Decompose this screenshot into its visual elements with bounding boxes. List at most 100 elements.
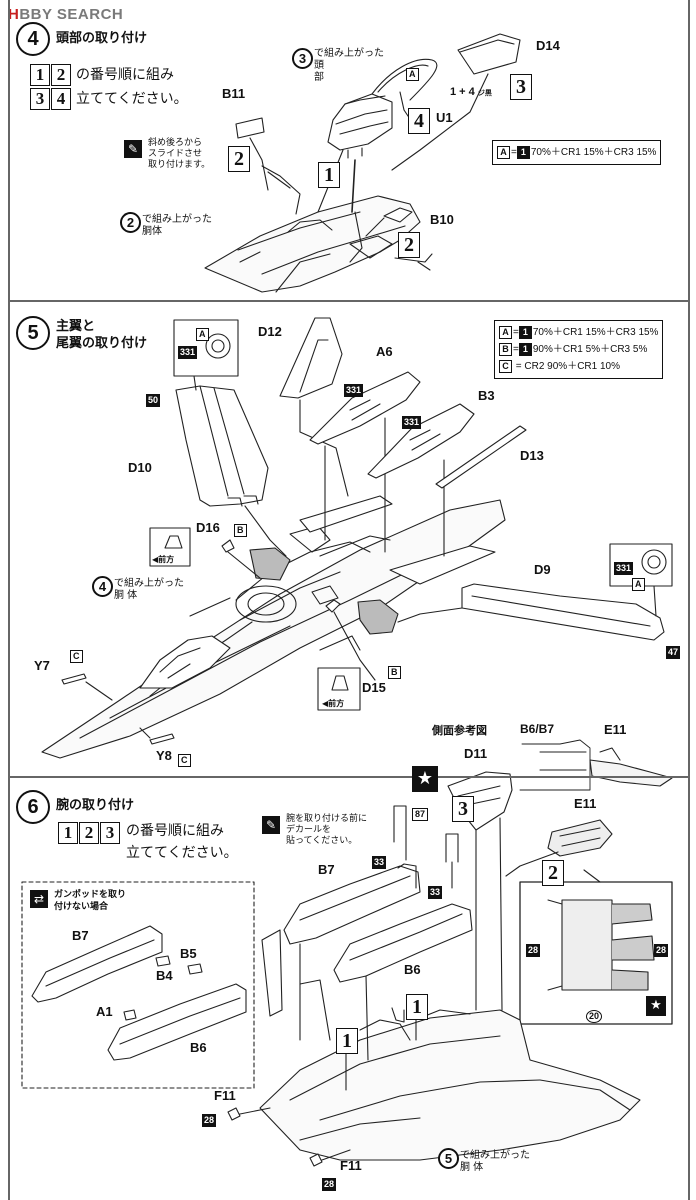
step6-alt-label-b7: B7	[72, 928, 89, 943]
step4-paint-formula: 70%＋CR1 15%＋CR3 15%	[530, 147, 657, 158]
step5-body-assembled-num: 4	[92, 576, 113, 597]
arrow-left-icon: ◀	[152, 555, 159, 564]
step5-label-b3: B3	[478, 388, 495, 403]
step6-callout-1a: 1	[406, 994, 429, 1020]
step6-33-tag-b: 33	[428, 880, 443, 899]
step6-label-f11a: F11	[214, 1088, 236, 1103]
step5-label-y8: Y8	[156, 748, 172, 763]
step6-callout-2: 2	[542, 860, 565, 886]
step5-331-right-a-text: A	[632, 578, 645, 591]
step4-order-box-2: 2	[51, 64, 71, 86]
step5-b-tag-d16-text: B	[234, 524, 247, 537]
step4-b11-part	[235, 117, 265, 139]
step5-front-label-d16: ◀前方	[152, 554, 174, 565]
step5-fuselage	[41, 495, 506, 759]
step4-slide-note: ✎	[124, 140, 142, 159]
step5-b-tag-d16: B	[234, 518, 247, 537]
step5-label-a6: A6	[376, 344, 393, 359]
step6-f11-leader-a	[239, 1107, 271, 1115]
left-frame	[8, 0, 10, 1200]
step4-u1-antenna	[371, 58, 438, 101]
step6-order-box-3: 3	[100, 822, 120, 844]
step4-head-assembled-num: 3	[292, 48, 313, 69]
step5-paint-row-c: C = CR2 90%＋CR1 10%	[499, 358, 658, 375]
step5-331-left-tag: 331	[178, 340, 198, 359]
step6-33-tag-a: 33	[372, 850, 387, 869]
step6-decal-note-line3: 貼ってください。	[286, 836, 358, 846]
step5-d10-fin	[175, 385, 269, 507]
step5-331-right-leader	[653, 585, 657, 617]
step5-331-left-text: 331	[178, 346, 198, 359]
step6-f11-part-a	[227, 1107, 241, 1121]
step6-alt-b7-line	[45, 939, 155, 987]
step4-b10-leader	[365, 217, 385, 237]
step4-label-b10: B10	[430, 212, 454, 227]
step6-label-f11b: F11	[340, 1158, 362, 1173]
step6-28-tag-detail-right-text: 28	[654, 944, 669, 957]
step5-body-assembled: 4	[92, 576, 113, 597]
step4-a-tag-text: A	[406, 68, 419, 81]
step6-label-b6: B6	[404, 962, 421, 977]
step4-u1-inner	[377, 64, 429, 93]
step5-d12-line	[299, 339, 329, 393]
step5-50-text: 50	[146, 394, 161, 407]
step6-alt-label-a1: A1	[96, 1004, 113, 1019]
step6-28-tag-f11b-text: 28	[322, 1178, 337, 1191]
step4-body-assembled-num: 2	[120, 212, 141, 233]
step6-clip-87a	[393, 805, 407, 843]
step5-b-tag-d15: B	[388, 660, 401, 679]
step5-d10-leader	[244, 505, 287, 557]
step6-e11-lines	[559, 827, 601, 847]
step6-callout-3: 3	[452, 796, 475, 822]
step6-28-tag-f11a: 28	[202, 1108, 217, 1127]
step4-label-u1: U1	[436, 110, 453, 125]
step4-title: 頭部の取り付け	[56, 31, 148, 46]
step6-alt-b5-part	[187, 963, 203, 975]
step6-instruction-line1: の番号順に組み	[126, 823, 224, 839]
step6-callout-3-text: 3	[452, 796, 474, 822]
step5-331-dial-right-inner	[647, 555, 661, 569]
step6-decal-note: ✎	[262, 816, 280, 835]
step4-label-d14: D14	[536, 38, 560, 53]
step4-callout-3-text: 3	[510, 74, 532, 100]
pencil-icon: ✎	[124, 140, 142, 158]
section-divider-4-5	[8, 300, 690, 302]
step6-20-tag: 20	[586, 1004, 603, 1023]
step5-number: 5	[16, 316, 50, 350]
step4-number: 4	[16, 22, 50, 56]
step6-decal-note-line1: 腕を取り付ける前に	[286, 814, 368, 824]
step4-callout-2b-text: 2	[398, 232, 420, 258]
step5-331-left-a-tag: A	[196, 322, 209, 341]
step6-order-box-2: 2	[79, 822, 99, 844]
step5-d16-callout-shape	[164, 535, 183, 549]
step5-paint-formula-c: = CR2 90%＋CR1 10%	[515, 361, 620, 372]
step6-body-assembled-text2: 胴 体	[460, 1162, 484, 1173]
step4-slide-note-line3: 取り付けます。	[148, 160, 211, 170]
step4-callout-3: 3	[510, 74, 533, 100]
step6-body-assembled: 5	[438, 1148, 459, 1169]
step6-callout-2-text: 2	[542, 860, 564, 886]
step5-body-assembled-text2: 胴 体	[114, 590, 138, 601]
step5-d16-leader	[227, 551, 261, 579]
step6-gunpod-note-line2: 付けない場合	[54, 902, 109, 912]
step6-e11-detail-leader	[583, 869, 601, 883]
step4-callout-2a-text: 2	[228, 146, 250, 172]
step5-50-tag: 50	[146, 388, 161, 407]
step6-e11-detail-fingers	[611, 903, 655, 991]
step5-d16-part	[221, 539, 235, 553]
step5-d15-leader	[333, 611, 376, 681]
watermark-hobby: BBY	[19, 6, 53, 23]
step4-d14-leader	[391, 73, 489, 171]
step4-callout-2a: 2	[228, 146, 251, 172]
watermark-search: SEARCH	[56, 6, 124, 23]
step4-sticker-ref-text: 1 + 4	[450, 86, 475, 98]
step4-instruction-line2: 立ててください。	[76, 91, 188, 107]
step5-label-y7: Y7	[34, 658, 50, 673]
step6-body-assembled-text1: で組み上がった	[460, 1150, 530, 1161]
step6-28-tag-detail-left: 28	[526, 938, 541, 957]
step4-callout-1-text: 1	[318, 162, 340, 188]
